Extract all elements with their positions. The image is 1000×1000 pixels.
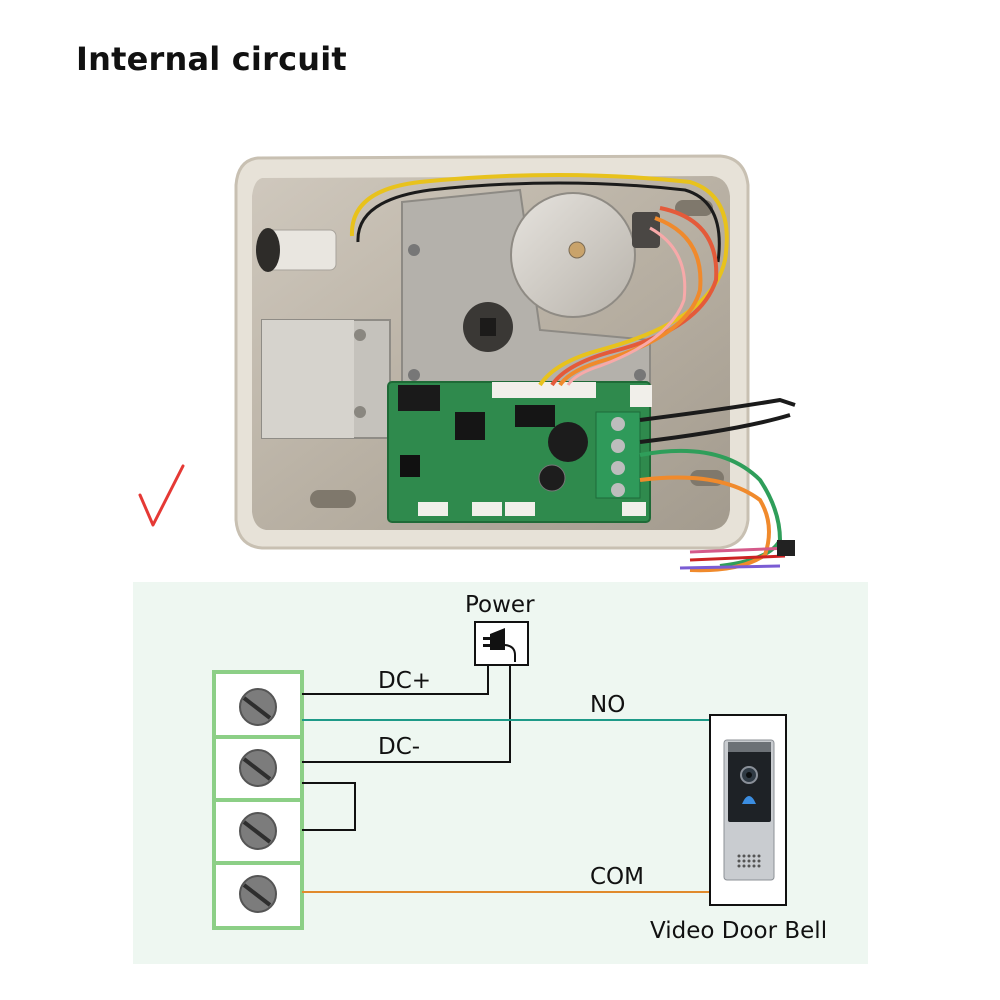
video-door-bell bbox=[709, 714, 787, 906]
screw-icon bbox=[239, 875, 277, 913]
no-label: NO bbox=[590, 692, 626, 718]
screw-icon bbox=[239, 812, 277, 850]
speaker-grille-icon bbox=[737, 854, 761, 868]
device-label: Video Door Bell bbox=[650, 918, 828, 944]
page-title: Internal circuit bbox=[76, 40, 347, 78]
dc-plus-label: DC+ bbox=[378, 668, 432, 694]
screw-icon bbox=[239, 749, 277, 787]
screw-icon bbox=[239, 688, 277, 726]
doorbell-button-icon bbox=[742, 796, 756, 804]
lock-internal-photo bbox=[138, 154, 796, 573]
power-adapter-icon bbox=[474, 621, 529, 666]
com-label: COM bbox=[590, 864, 645, 890]
dc-plus-wire bbox=[302, 665, 489, 695]
checkmark-icon bbox=[138, 464, 185, 527]
power-label: Power bbox=[465, 592, 535, 618]
jumper-wire bbox=[302, 782, 356, 831]
dc-minus-label: DC- bbox=[378, 734, 421, 760]
dc-minus-wire bbox=[302, 665, 511, 763]
